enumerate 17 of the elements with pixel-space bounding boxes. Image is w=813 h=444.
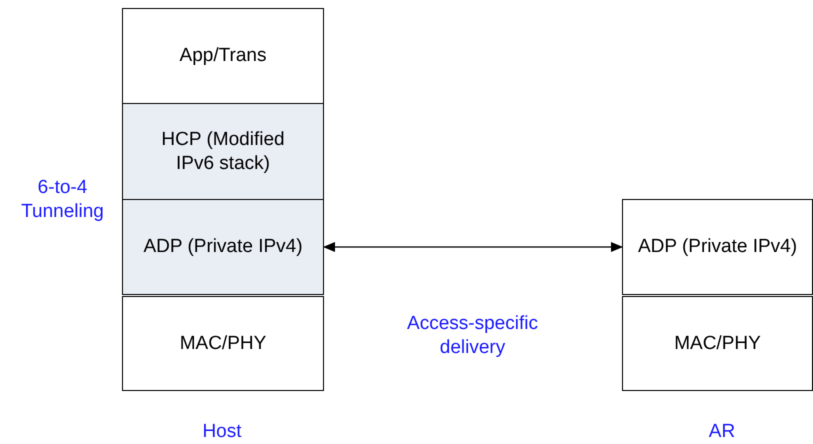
double-arrow [323,242,623,252]
layer-name: ADP (Private IPv4) [638,235,798,259]
layer-name: HCP (Modified IPv6 stack) [160,128,286,176]
layer-box [622,199,813,295]
annotation-text: 6-to-4 Tunneling [20,176,105,224]
layer-name: MAC/PHY [674,332,761,356]
annotation-text: Access-specific delivery [406,312,539,360]
layer-name: ADP (Private IPv4) [143,235,303,259]
layer-name: App/Trans [180,44,266,68]
layer-name: MAC/PHY [180,332,266,356]
layer-box [122,103,324,200]
stack-caption: AR [708,420,736,444]
layer-box [122,296,324,391]
layer-box [622,296,813,391]
layer-box [122,199,324,295]
layer-box [122,8,324,104]
stack-caption: Host [201,420,243,444]
